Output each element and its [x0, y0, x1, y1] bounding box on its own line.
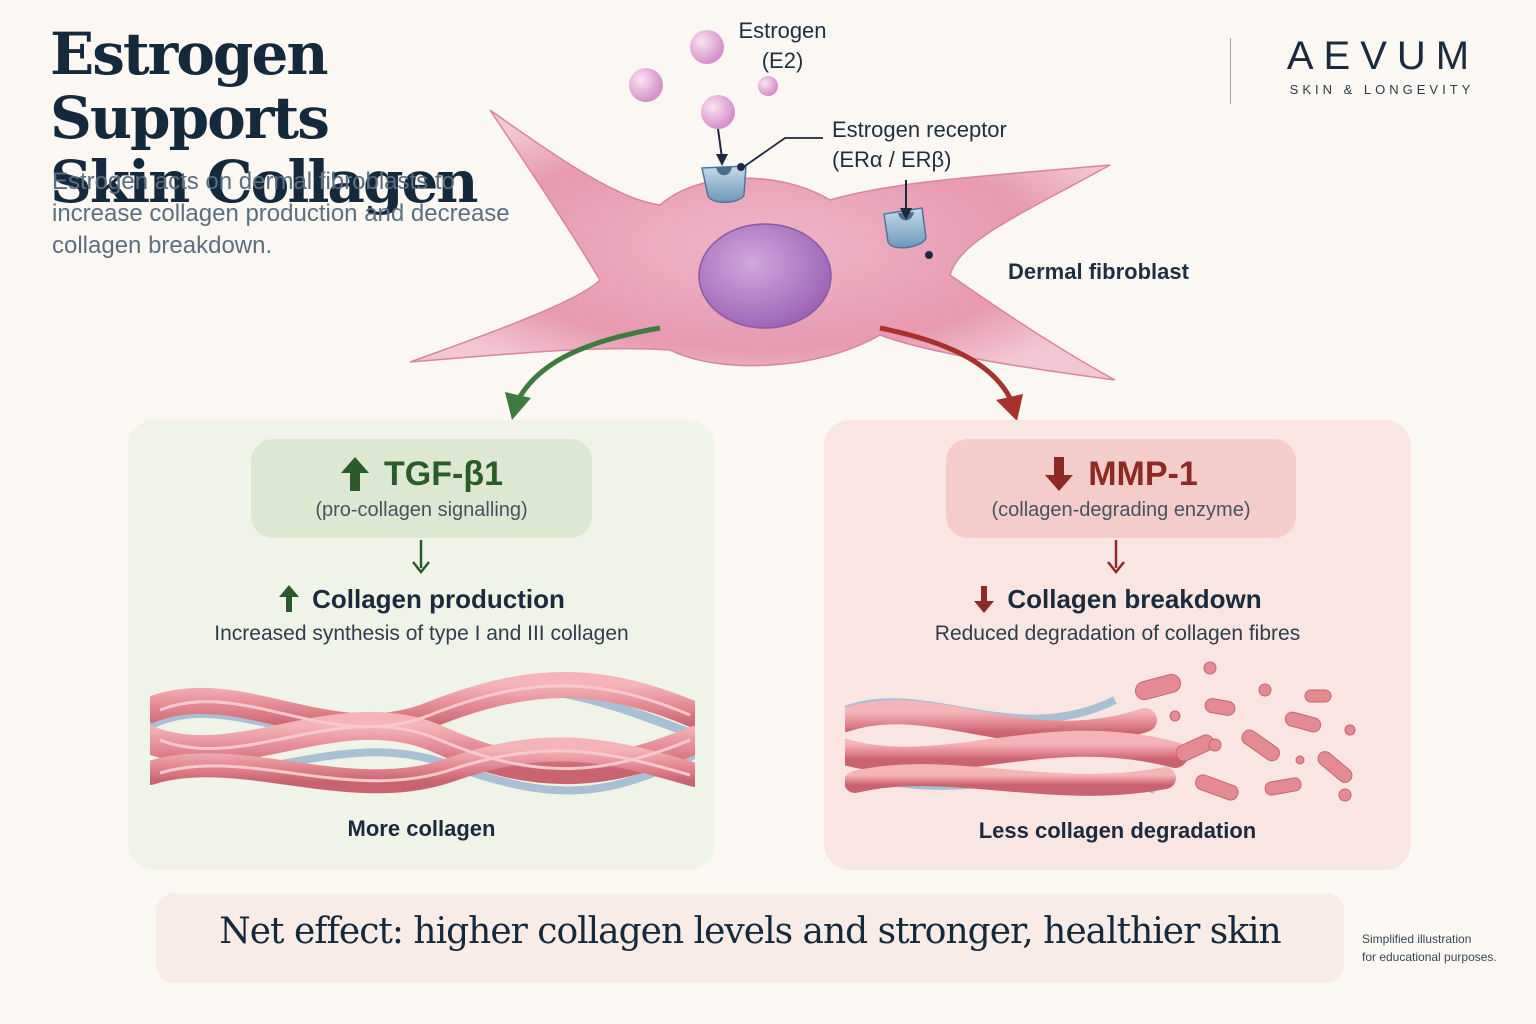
- arrow-down-connector-icon: [1107, 540, 1125, 575]
- result-label: Collagen production: [312, 583, 565, 614]
- receptor-label-name: Estrogen receptor: [832, 117, 1007, 142]
- nucleus: [698, 223, 832, 329]
- mmp-signal-card: MMP-1 (collagen-degrading enzyme): [946, 439, 1296, 538]
- arrow-down-icon: [974, 586, 995, 613]
- brand-logo: AEVUM: [1286, 34, 1480, 78]
- title-line-1: Estrogen Supports: [50, 20, 330, 152]
- pathway-arrow-down: [879, 325, 1013, 400]
- arrow-up-icon: [279, 585, 300, 612]
- estrogen-receptor-icon: [701, 165, 747, 203]
- subtitle: Estrogen acts on dermal fibroblasts to i…: [52, 168, 510, 259]
- degrading-collagen-fibres: [845, 661, 1356, 802]
- pathway-arrow-up: [515, 325, 661, 402]
- arrow-up-icon: [341, 457, 370, 491]
- arrow-down-connector-icon: [412, 540, 430, 575]
- result-heading: Collagen breakdown: [824, 579, 1411, 619]
- arrow-down-icon: [1045, 457, 1074, 491]
- result-label: Collagen breakdown: [1007, 583, 1262, 614]
- estrogen-label-name: Estrogen: [738, 18, 827, 43]
- title-line-2: Skin Collagen: [50, 148, 479, 216]
- receptor-label: Estrogen receptor (ERα / ERβ): [832, 115, 1062, 175]
- estrogen-molecules: [629, 30, 778, 129]
- footnote-line-2: for educational purposes.: [1362, 950, 1497, 964]
- summary-banner: Net effect: higher collagen levels and s…: [156, 893, 1344, 983]
- intact-collagen-fibres: [150, 672, 695, 795]
- page-title: Estrogen Supports Skin Collagen: [50, 22, 610, 214]
- tgf-signal-card: TGF-β1 (pro-collagen signalling): [251, 439, 592, 538]
- signal-description: (pro-collagen signalling): [315, 499, 528, 521]
- footnote-line-1: Simplified illustration: [1362, 932, 1472, 946]
- outcome-caption: More collagen: [347, 816, 496, 841]
- result-heading: Collagen production: [128, 579, 715, 619]
- estrogen-label-abbr: (E2): [761, 48, 804, 73]
- signal-name: MMP-1: [1088, 454, 1198, 493]
- outcome-caption: Less collagen degradation: [978, 818, 1257, 843]
- result-description: Reduced degradation of collagen fibres: [934, 622, 1301, 645]
- signal-description: (collagen-degrading enzyme): [991, 499, 1251, 521]
- brand-tagline: SKIN & LONGEVITY: [1289, 82, 1475, 97]
- estrogen-label: Estrogen (E2): [700, 16, 865, 76]
- estrogen-receptor-icon-2: [883, 207, 927, 249]
- brand-divider: [1230, 38, 1231, 104]
- result-description: Increased synthesis of type I and III co…: [214, 622, 629, 645]
- fibroblast-label: Dermal fibroblast: [1008, 259, 1189, 284]
- receptor-label-types: (ERα / ERβ): [832, 147, 952, 172]
- summary-text: Net effect: higher collagen levels and s…: [219, 911, 1281, 952]
- signal-name: TGF-β1: [384, 454, 503, 493]
- footnote: Simplified illustration for educational …: [1362, 930, 1532, 966]
